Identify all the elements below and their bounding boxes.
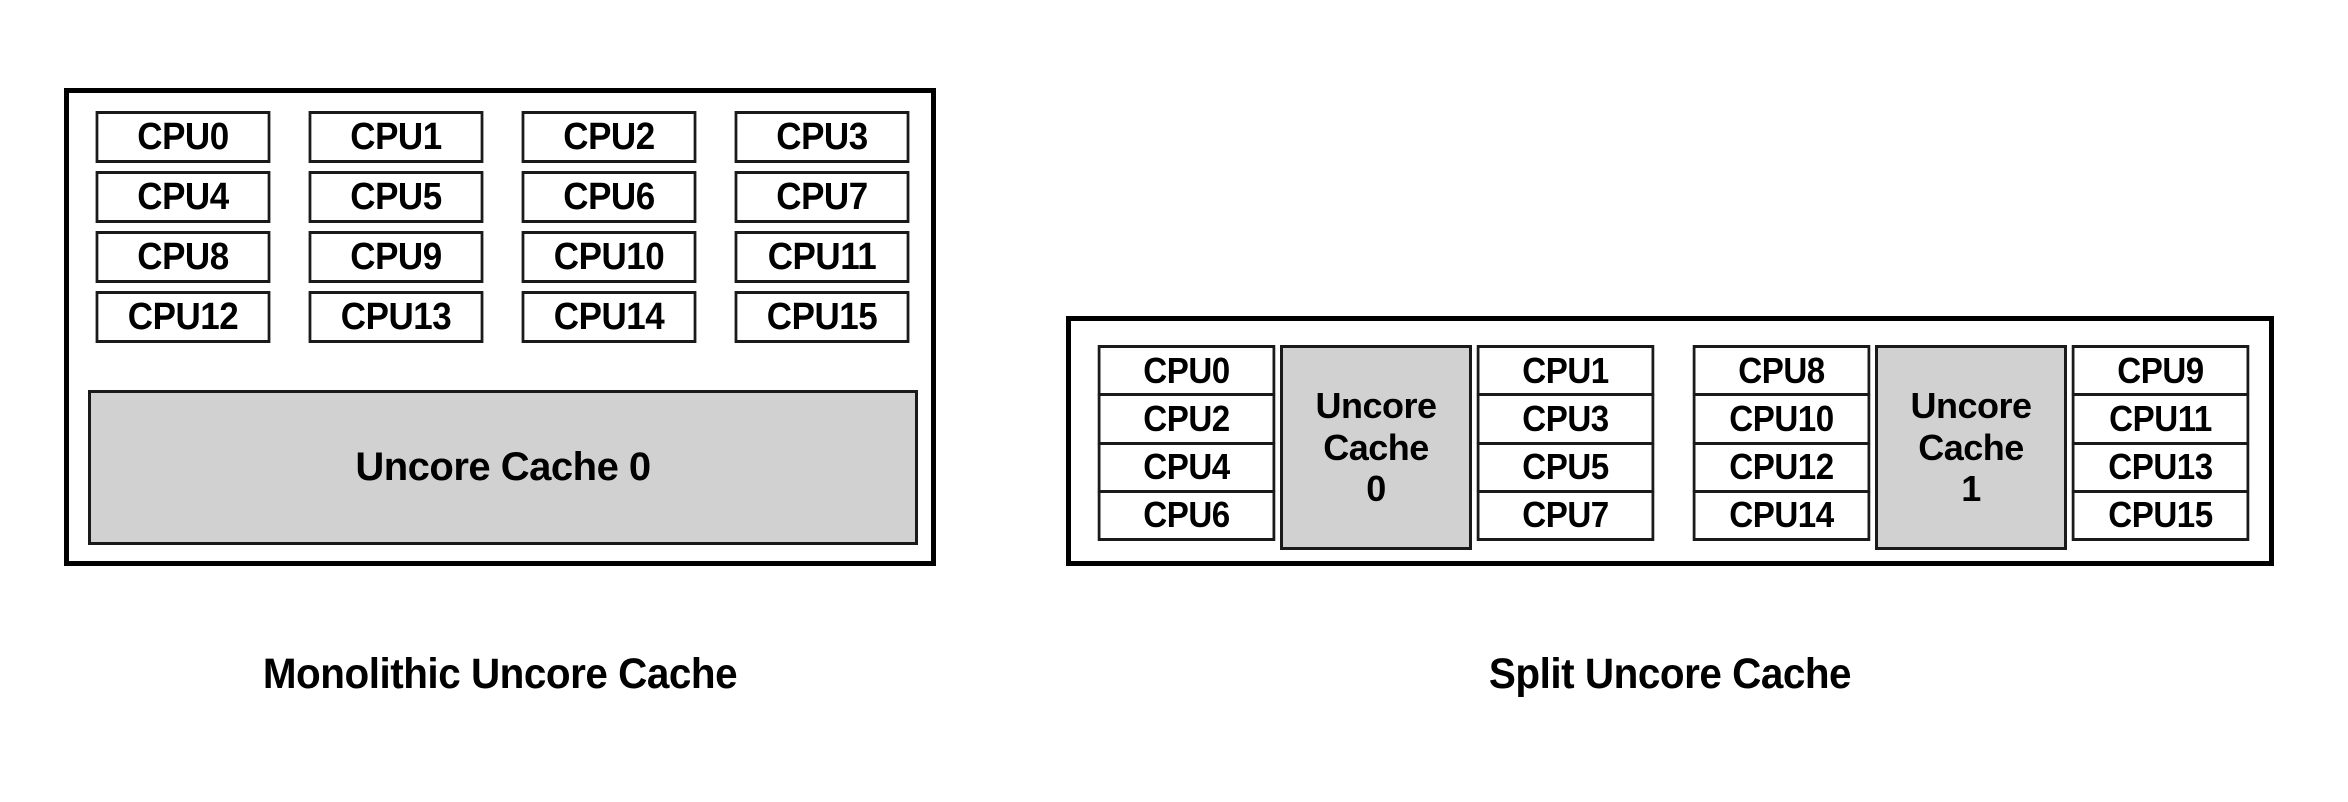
uncore-cache-1-line1: Uncore: [1910, 385, 2032, 427]
cpu-box-11: CPU11: [2071, 393, 2250, 445]
uncore-cache-0-line1: Uncore: [1315, 385, 1437, 427]
cpu-box-6: CPU6: [1097, 489, 1276, 541]
cpu-box-14: CPU14: [521, 291, 697, 343]
cpu-box-3: CPU3: [734, 111, 910, 163]
cpu-box-12: CPU12: [1692, 441, 1871, 493]
cpu-box-2: CPU2: [521, 111, 697, 163]
cpu-box-10: CPU10: [521, 231, 697, 283]
cpu-box-4: CPU4: [95, 171, 271, 223]
cpu-box-9: CPU9: [2071, 345, 2250, 397]
monolithic-package-outline: CPU0 CPU1 CPU2 CPU3 CPU4 CPU5 CPU6 CPU7 …: [64, 88, 936, 566]
cpu-box-7: CPU7: [1476, 489, 1655, 541]
cpu-box-8: CPU8: [1692, 345, 1871, 397]
cpu-box-8: CPU8: [95, 231, 271, 283]
cluster-0-left-cpu-column: CPU0 CPU2 CPU4 CPU6: [1090, 345, 1283, 550]
split-cluster-0: CPU0 CPU2 CPU4 CPU6 Uncore Cache 0 CPU1 …: [1090, 345, 1668, 550]
cpu-box-15: CPU15: [2071, 489, 2250, 541]
monolithic-caption: Monolithic Uncore Cache: [262, 650, 738, 698]
uncore-cache-0-line3: 0: [1366, 468, 1386, 510]
cpu-box-2: CPU2: [1097, 393, 1276, 445]
cpu-box-11: CPU11: [734, 231, 910, 283]
monolithic-cpu-grid: CPU0 CPU1 CPU2 CPU3 CPU4 CPU5 CPU6 CPU7 …: [88, 111, 918, 343]
cpu-box-0: CPU0: [1097, 345, 1276, 397]
split-cluster-1: CPU8 CPU10 CPU12 CPU14 Uncore Cache 1 CP…: [1685, 345, 2263, 550]
cpu-box-14: CPU14: [1692, 489, 1871, 541]
uncore-cache-1-line3: 1: [1961, 468, 1981, 510]
cpu-box-6: CPU6: [521, 171, 697, 223]
split-caption: Split Uncore Cache: [1488, 650, 1852, 698]
cluster-1-left-cpu-column: CPU8 CPU10 CPU12 CPU14: [1685, 345, 1878, 550]
cpu-box-13: CPU13: [2071, 441, 2250, 493]
cpu-box-10: CPU10: [1692, 393, 1871, 445]
cpu-box-12: CPU12: [95, 291, 271, 343]
cpu-box-15: CPU15: [734, 291, 910, 343]
uncore-cache-0-line2: Cache: [1323, 426, 1429, 468]
cpu-box-9: CPU9: [308, 231, 484, 283]
cpu-box-1: CPU1: [1476, 345, 1655, 397]
cpu-box-5: CPU5: [1476, 441, 1655, 493]
uncore-cache-1-line2: Cache: [1918, 426, 2024, 468]
cpu-box-3: CPU3: [1476, 393, 1655, 445]
cpu-box-13: CPU13: [308, 291, 484, 343]
uncore-cache-1-block: Uncore Cache 1: [1875, 345, 2067, 550]
cpu-box-7: CPU7: [734, 171, 910, 223]
cpu-box-0: CPU0: [95, 111, 271, 163]
cpu-box-5: CPU5: [308, 171, 484, 223]
uncore-cache-0-block: Uncore Cache 0: [88, 390, 918, 545]
uncore-cache-0-block: Uncore Cache 0: [1280, 345, 1472, 550]
split-package-outline: CPU0 CPU2 CPU4 CPU6 Uncore Cache 0 CPU1 …: [1066, 316, 2274, 566]
cpu-box-4: CPU4: [1097, 441, 1276, 493]
cpu-box-1: CPU1: [308, 111, 484, 163]
cluster-0-right-cpu-column: CPU1 CPU3 CPU5 CPU7: [1469, 345, 1662, 550]
cluster-1-right-cpu-column: CPU9 CPU11 CPU13 CPU15: [2064, 345, 2257, 550]
